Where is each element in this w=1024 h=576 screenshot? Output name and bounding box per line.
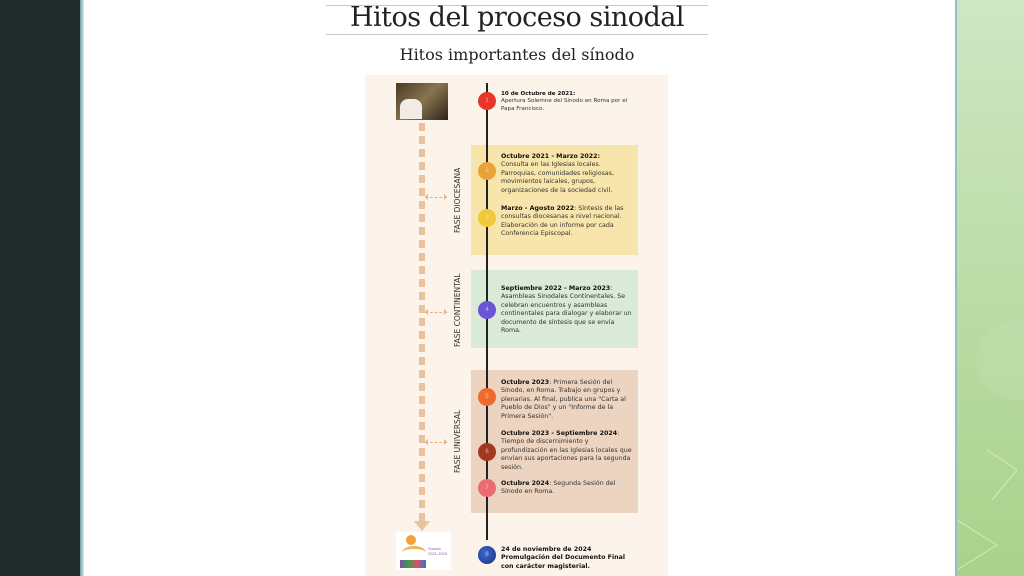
phase-label-diocesana: FASE DIOCESANA xyxy=(453,167,462,233)
synod-logo: Sínodo 2021-2024 xyxy=(396,532,451,570)
slide-subtitle: Hitos importantes del sínodo xyxy=(399,45,635,64)
milestone-marker-1: 1 xyxy=(478,92,496,110)
phase-label-continental: FASE CONTINENTAL xyxy=(453,273,462,347)
logo-text: Sínodo 2021-2024 xyxy=(428,546,448,556)
timeline-infographic: Sínodo 2021-2024 FASE DIOCESANA FASE CON… xyxy=(365,75,668,576)
milestone-marker-6: 6 xyxy=(478,443,496,461)
double-arrow-icon xyxy=(425,439,447,445)
milestone-marker-8: 8 xyxy=(478,546,496,564)
double-arrow-icon xyxy=(425,194,447,200)
double-arrow-icon xyxy=(425,309,447,315)
milestone-marker-2: 2 xyxy=(478,162,496,180)
milestone-marker-4: 4 xyxy=(478,301,496,319)
milestone-3: Marzo - Agosto 2022: Síntesis de las con… xyxy=(501,205,624,238)
right-decorative-panel xyxy=(955,0,1024,576)
title-rule-bottom xyxy=(326,34,708,35)
phase-label-universal: FASE UNIVERSAL xyxy=(453,409,462,473)
milestone-marker-3: 3 xyxy=(478,209,496,227)
down-arrow-icon xyxy=(414,521,430,531)
title-rule-top xyxy=(326,5,708,6)
slide-title: Hitos del proceso sinodal xyxy=(349,2,685,33)
left-dark-panel xyxy=(0,0,80,576)
left-accent-strip xyxy=(80,0,84,576)
dashed-progress-line xyxy=(419,123,425,523)
phase-box-universal xyxy=(471,370,638,513)
milestone-6: Octubre 2023 - Septiembre 2024: Tiempo d… xyxy=(501,430,632,471)
milestone-5: Octubre 2023: Primera Sesión del Sínodo,… xyxy=(501,379,626,420)
milestone-1: 10 de Octubre de 2021:Apertura Solemne d… xyxy=(501,91,628,112)
phase-box-continental xyxy=(471,270,638,348)
milestone-2: Octubre 2021 - Marzo 2022:Consulta en la… xyxy=(501,153,615,194)
milestone-4: Septiembre 2022 - Marzo 2023: Asambleas … xyxy=(501,285,632,335)
milestone-7: Octubre 2024: Segunda Sesión del Sínodo … xyxy=(501,480,616,496)
milestone-marker-7: 7 xyxy=(478,479,496,497)
milestone-marker-5: 5 xyxy=(478,388,496,406)
pope-photo xyxy=(396,83,448,120)
phase-box-diocesana xyxy=(471,145,638,255)
